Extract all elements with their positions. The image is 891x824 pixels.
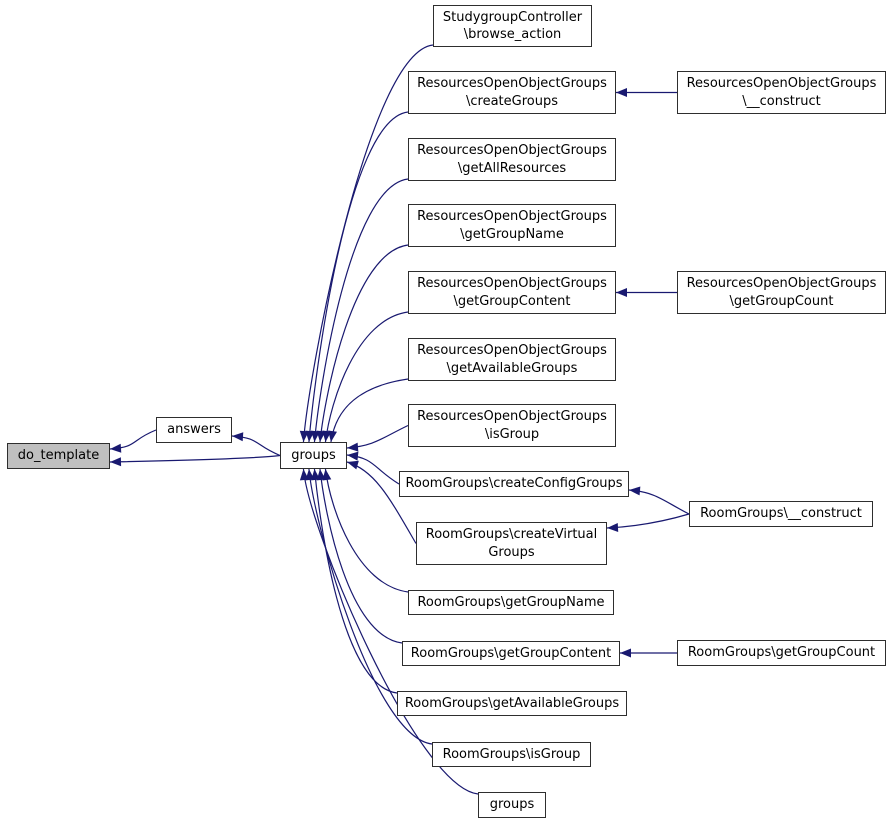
arrowhead [347, 451, 359, 461]
graph-node-roog-construct[interactable]: ResourcesOpenObjectGroups \__construct [677, 71, 886, 114]
arrowhead [328, 430, 337, 442]
arrowhead [607, 522, 619, 532]
arrowhead [299, 469, 309, 481]
graph-node-roog-getGroupName[interactable]: ResourcesOpenObjectGroups \getGroupName [408, 204, 616, 247]
graph-node-roog-getAllResources[interactable]: ResourcesOpenObjectGroups \getAllResourc… [408, 138, 616, 181]
graph-node-rg-getGroupContent[interactable]: RoomGroups\getGroupContent [402, 641, 620, 666]
graph-node-rg-construct[interactable]: RoomGroups\__construct [689, 501, 873, 527]
graph-edge [308, 468, 433, 745]
graph-node-roog-getAvailableGroups[interactable]: ResourcesOpenObjectGroups \getAvailableG… [408, 338, 616, 381]
graph-edge [109, 454, 281, 463]
graph-edge [324, 468, 409, 593]
arrowhead [347, 442, 359, 452]
graph-edge [346, 454, 400, 485]
graph-node-roog-getGroupContent[interactable]: ResourcesOpenObjectGroups \getGroupConte… [408, 271, 616, 314]
graph-edge [330, 378, 409, 443]
graph-edge [302, 468, 479, 795]
graph-edge [324, 311, 409, 443]
graph-node-rg-createConfigGroups[interactable]: RoomGroups\createConfigGroups [399, 471, 629, 497]
arrowhead [110, 457, 122, 467]
graph-edge [319, 468, 403, 644]
graph-node-rg-isGroup[interactable]: RoomGroups\isGroup [432, 742, 591, 767]
graph-node-groups-leaf[interactable]: groups [478, 792, 546, 818]
graph-node-do-template: do_template [7, 443, 110, 469]
arrowhead [620, 648, 631, 658]
graph-node-roog-getGroupCount[interactable]: ResourcesOpenObjectGroups \getGroupCount [677, 271, 886, 314]
graph-edge [313, 468, 398, 694]
graph-node-rg-createVirtualGroups[interactable]: RoomGroups\createVirtual Groups [416, 522, 607, 565]
arrowhead [347, 460, 359, 470]
arrowhead [616, 288, 627, 297]
graph-node-rg-getAvailableGroups[interactable]: RoomGroups\getAvailableGroups [397, 691, 627, 716]
graph-edge [308, 111, 409, 443]
arrowhead [110, 443, 122, 453]
arrowhead [232, 432, 244, 442]
arrowhead [616, 88, 627, 97]
graph-node-roog-isGroup[interactable]: ResourcesOpenObjectGroups \isGroup [408, 404, 616, 447]
graph-edge [606, 513, 690, 529]
graph-node-rg-getGroupCount[interactable]: RoomGroups\getGroupCount [677, 640, 886, 666]
arrowhead [629, 486, 641, 496]
graph-node-browse-action[interactable]: StudygroupController \browse_action [433, 5, 592, 47]
graph-node-answers[interactable]: answers [156, 417, 232, 443]
graph-node-roog-createGroups[interactable]: ResourcesOpenObjectGroups \createGroups [408, 71, 616, 114]
graph-node-rg-getGroupName[interactable]: RoomGroups\getGroupName [408, 590, 614, 615]
graph-edge [319, 244, 409, 443]
graph-edge [313, 178, 409, 443]
graph-node-groups-hub[interactable]: groups [280, 442, 347, 469]
